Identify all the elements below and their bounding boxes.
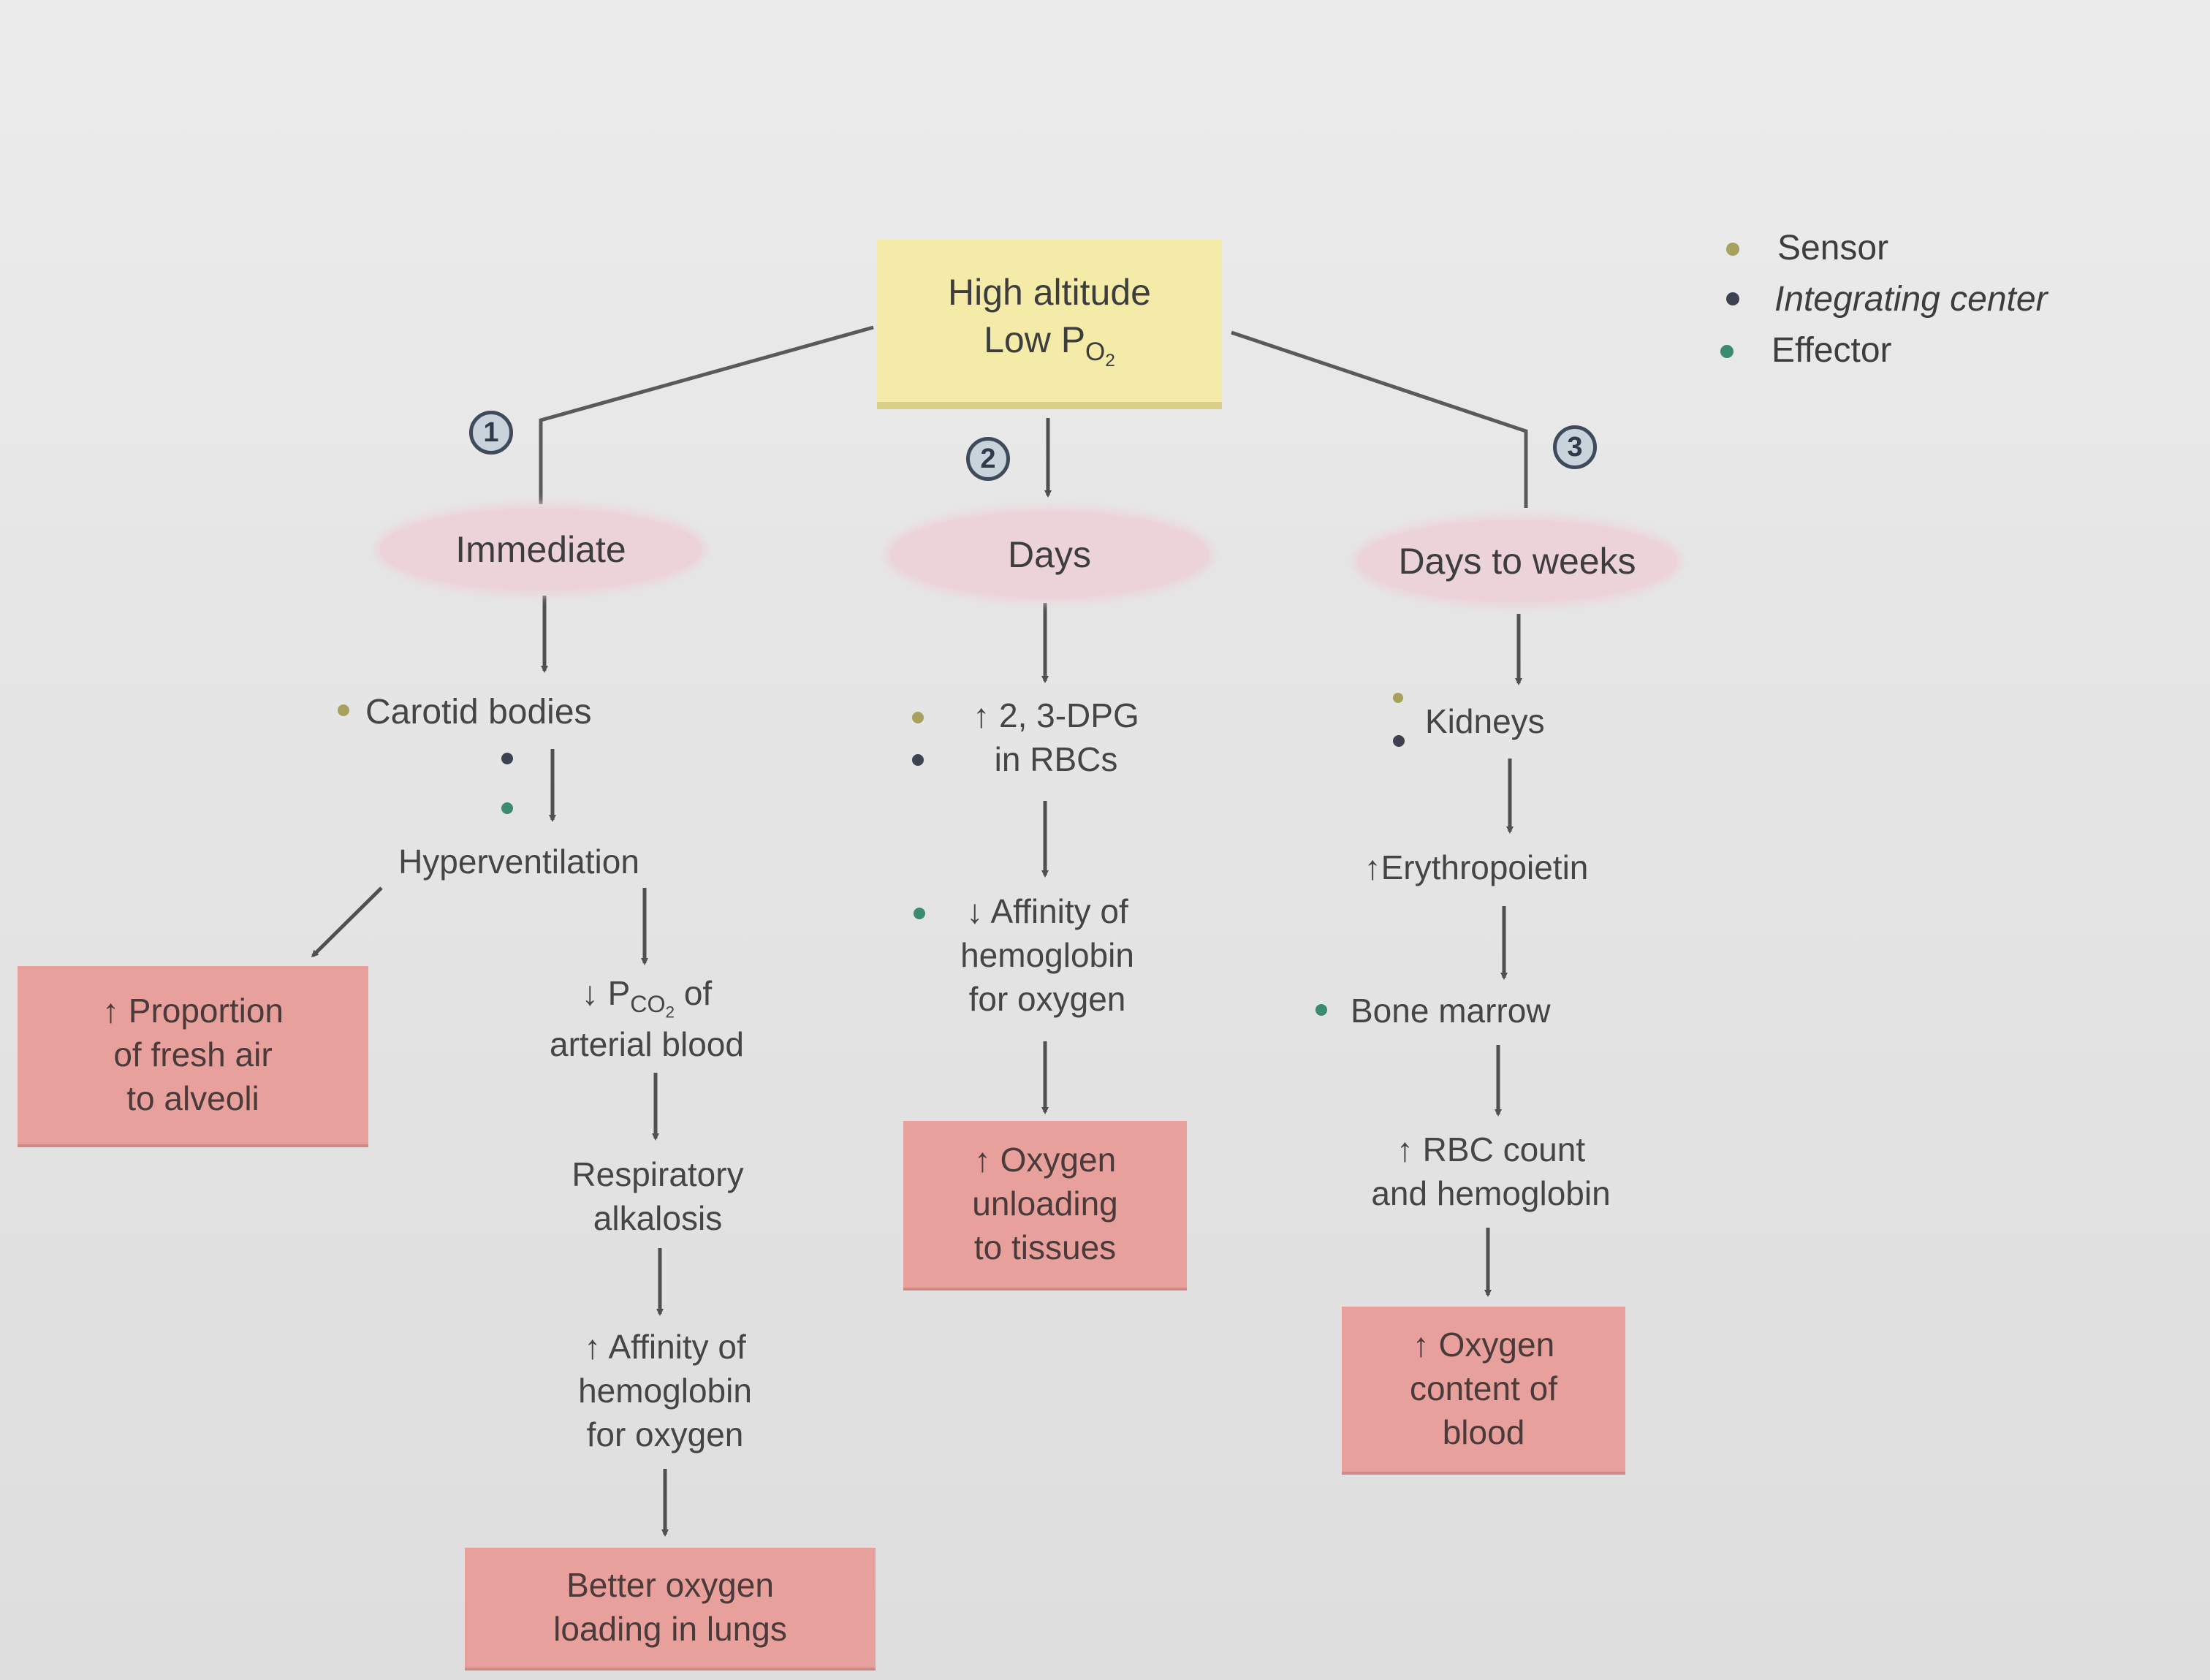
sensor-dot	[912, 712, 924, 723]
up-arrow-icon: ↑	[973, 1141, 991, 1179]
pco2-arterial-blood: ↓ PCO2 of arterial blood	[550, 974, 744, 1063]
carotid-bodies: Carotid bodies	[365, 693, 592, 731]
up-arrow-icon: ↑	[1396, 1130, 1413, 1168]
legend-effector-dot	[1720, 345, 1734, 358]
up-arrow-icon: ↑	[1364, 848, 1381, 886]
dpg-in-rbcs: ↑ 2, 3-DPG in RBCs	[973, 696, 1139, 778]
up-arrow-icon: ↑	[584, 1328, 601, 1366]
increased-affinity: ↑ Affinity of hemoglobin for oxygen	[578, 1328, 752, 1453]
legend-effector-label: Effector	[1772, 331, 1892, 370]
sensor-dot	[338, 704, 349, 716]
legend-sensor-dot	[1726, 243, 1739, 256]
phase-days: Days	[890, 512, 1209, 598]
down-arrow-icon: ↓	[581, 974, 599, 1012]
proportion-fresh-air-box: ↑ Proportion of fresh air to alveoli	[18, 966, 368, 1147]
integrating-dot	[501, 753, 513, 764]
integrating-dot	[1393, 735, 1405, 747]
phase-immediate: Immediate	[380, 509, 702, 590]
oxygen-content-box: ↑ Oxygen content of blood	[1342, 1307, 1625, 1475]
legend-sensor-label: Sensor	[1777, 229, 1889, 267]
sensor-dot	[1393, 693, 1403, 703]
kidneys: Kidneys	[1425, 702, 1545, 740]
high-altitude-box: High altitude Low PO2	[877, 240, 1222, 409]
up-arrow-icon: ↑	[973, 696, 990, 734]
step-3-marker: 3	[1553, 425, 1597, 469]
rbc-count-hemoglobin: ↑ RBC count and hemoglobin	[1371, 1130, 1611, 1212]
hyperventilation: Hyperventilation	[398, 843, 639, 881]
phase-days-to-weeks: Days to weeks	[1358, 520, 1677, 602]
integrating-dot	[912, 754, 924, 766]
legend-integrating-label: Integrating center	[1774, 280, 2048, 319]
better-oxygen-loading-box: Better oxygen loading in lungs	[465, 1548, 876, 1671]
down-arrow-icon: ↓	[966, 892, 984, 930]
high-altitude-label: High altitude	[948, 272, 1151, 313]
effector-dot	[914, 908, 925, 919]
effector-dot	[501, 802, 513, 814]
up-arrow-icon: ↑	[102, 992, 119, 1030]
increased-erythropoietin: ↑Erythropoietin	[1364, 848, 1589, 886]
oxygen-unloading-box: ↑ Oxygen unloading to tissues	[903, 1121, 1187, 1291]
low-po2-label: Low PO2	[984, 319, 1115, 371]
effector-dot	[1315, 1004, 1327, 1016]
branch-line-3	[1231, 330, 1528, 508]
up-arrow-icon: ↑	[1412, 1326, 1429, 1364]
arrow-hyper-proportion	[311, 886, 383, 958]
respiratory-alkalosis: Respiratory alkalosis	[572, 1155, 744, 1237]
step-2-marker: 2	[966, 437, 1010, 481]
decreased-affinity: ↓ Affinity of hemoglobin for oxygen	[960, 892, 1134, 1018]
legend-integrating-dot	[1726, 292, 1739, 305]
branch-line-1	[539, 325, 874, 504]
bone-marrow: Bone marrow	[1351, 992, 1551, 1030]
step-1-marker: 1	[469, 411, 513, 455]
